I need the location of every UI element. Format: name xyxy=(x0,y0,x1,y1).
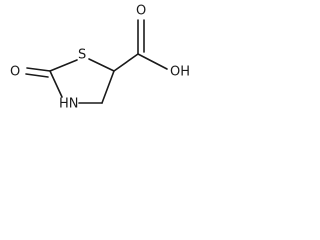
atom-sulfur: S xyxy=(78,48,86,63)
bond-n3-c2 xyxy=(49,70,63,98)
bond-c2-o-double-b xyxy=(25,73,49,78)
bond-cacid-oh xyxy=(137,53,168,70)
bond-s1-c5 xyxy=(88,58,115,72)
bond-c2-o-double-a xyxy=(26,67,51,72)
bond-c5-cacid xyxy=(113,53,139,72)
atom-nitrogen: HN xyxy=(59,97,79,112)
bond-c5-c4 xyxy=(101,70,115,104)
atom-acid-carbonyl-oxygen: O xyxy=(136,4,146,19)
structure-diagram: S HN O O OH xyxy=(10,4,190,112)
bond-c2-s1 xyxy=(49,59,78,72)
atom-hydroxyl: OH xyxy=(170,65,190,80)
atom-ring-carbonyl-oxygen: O xyxy=(10,65,20,80)
